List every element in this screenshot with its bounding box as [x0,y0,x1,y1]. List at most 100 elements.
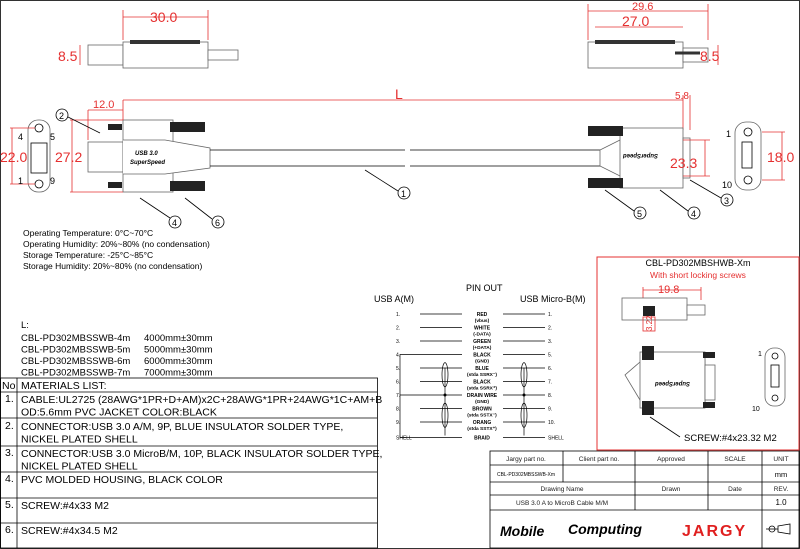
environment-specs: Operating Temperature: 0°C~70°C Operatin… [23,228,210,271]
pin-left-label: SHELL [396,436,412,442]
pin-right-label: 7. [548,380,552,386]
callouts: 1 2 3 4 4 5 6 [55,108,734,229]
material-no: 1. [5,393,14,405]
callout-3: 3 [724,196,729,206]
wire-color: BLUE [475,366,489,372]
dim-short-width: 19.8 [658,284,679,296]
pin-right-label: 6. [548,366,552,372]
material-no: 3. [5,447,14,459]
logo-mobile: Mobile [500,523,545,539]
pin-right-label: 3. [548,339,552,345]
length-value: 7000mm±30mm [144,368,213,379]
lengths-label: L: [21,320,29,331]
material-text: PVC MOLDED HOUSING, BLACK COLOR [21,474,223,486]
pin-label: 4 [18,132,23,142]
tb-part-no: CBL-PD302MBSSWB-Xm [497,472,555,478]
tb-part-header: Jargy part no. [506,456,546,463]
molding-text: USB 3.0 [135,151,158,157]
dim-a-body: 27.2 [55,149,82,165]
pin-right-label: 2. [548,326,552,332]
callout-1: 1 [401,189,406,199]
pinout-diagram: PIN OUT USB A(M) USB Micro-B(M) 1.1.RED(… [374,283,586,442]
usb-a-plan-view: USB 3.0 SuperSpeed 12.0 27.2 [55,99,211,193]
dim-top-right-height: 8.5 [700,48,720,64]
usb-microb-face-view: 18.0 1 10 [722,121,794,191]
material-text: SCREW:#4x33 M2 [21,500,109,512]
tb-rev: 1.0 [775,498,787,507]
callout-5: 5 [637,209,642,219]
molding-text: SuperSpeed [623,152,658,158]
pin-left-label: 3. [396,339,400,345]
pin-left-label: 8. [396,407,400,413]
pin-right-label: 1. [548,312,552,318]
wire-signal: (vbus) [475,318,490,324]
callout-4: 4 [691,209,696,219]
wire-signal: (stda SSRX⁺) [467,386,497,392]
material-text: OD:5.6mm PVC JACKET COLOR:BLACK [21,407,217,419]
dim-top-right-outer: 29.6 [632,1,653,13]
pin-right-label: 5. [548,353,552,359]
pin-label: 1 [726,129,731,139]
shield-bracket [399,354,420,438]
molding-text: SuperSpeed [655,380,690,386]
dim-top-left-width: 30.0 [150,9,177,25]
tb-drawing-header: Drawing Name [541,486,584,493]
pin-label: 1 [758,351,762,358]
wire-color: WHITE [474,326,491,332]
callout-4: 4 [172,218,177,228]
pin-label: 5 [50,132,55,142]
wire-color: BRAID [474,436,490,442]
length-value: 5000mm±30mm [144,345,213,356]
wire-signal: (stda SSRX⁻) [467,372,497,378]
wire-color: BLACK [473,353,491,359]
pin-label: 10 [722,180,732,190]
callout-2: 2 [59,111,64,121]
material-no: 4. [5,473,14,485]
variant-screw-note: SCREW:#4x23.32 M2 [684,433,777,444]
tb-date-header: Date [728,486,742,493]
drain-junction [522,393,526,397]
tb-unit-header: UNIT [773,456,788,463]
usb-a-face-view: 22.0 4 5 1 9 [0,119,55,193]
title-block: Jargy part no. Client part no. Approved … [489,450,800,549]
dim-top-left-height: 8.5 [58,48,78,64]
wire-signal: (stda SSTX⁺) [467,426,497,432]
tb-drawing-name: USB 3.0 A to MicroB Cable M/M [516,500,608,507]
cable: L 5.8 [123,86,691,167]
materials-no-header: No [2,380,16,392]
top-left-side-view: 30.0 8.5 [58,9,239,69]
wire-signal: (-DATA) [473,332,491,338]
tb-drawn-header: Drawn [662,486,681,493]
dim-cable-length: L [395,86,403,102]
dim-top-right-inner: 27.0 [622,13,649,29]
drain-junction [443,393,447,397]
pin-label: 10 [752,406,760,413]
variant-subtitle: With short locking screws [650,270,746,280]
material-text: CONNECTOR:USB 3.0 MicroB/M, 10P, BLACK I… [21,448,382,460]
tb-unit: mm [775,470,788,479]
tb-client-header: Client part no. [579,456,620,463]
materials-header: MATERIALS LIST: [21,380,107,392]
wire-signal: (GND) [475,399,489,405]
pinout-left-header: USB A(M) [374,294,414,304]
short-screw-variant: CBL-PD302MBSHWB-Xm With short locking sc… [596,256,800,451]
material-text: SCREW:#4x34.5 M2 [21,525,118,537]
tb-scale-header: SCALE [724,456,746,463]
length-part: CBL-PD302MBSSWB-6m [21,356,130,367]
material-text: CABLE:UL2725 (28AWG*1PR+D+AM)x2C+28AWG*1… [21,394,382,406]
dim-a-face: 22.0 [0,149,27,165]
pinout-title: PIN OUT [466,283,503,293]
length-part: CBL-PD302MBSSWB-4m [21,333,130,344]
projection-symbol-icon [766,523,791,535]
material-text: CONNECTOR:USB 3.0 A/M, 9P, BLUE INSULATO… [21,421,343,433]
pin-right-label: 8. [548,393,552,399]
pin-right-label: 9. [548,407,552,413]
pin-label: 1 [18,176,23,186]
wire-color: RED [477,312,488,318]
wire-color: BROWN [472,407,492,413]
pin-left-label: 1. [396,312,400,318]
length-value: 6000mm±30mm [144,356,213,367]
pin-left-label: 5. [396,366,400,372]
